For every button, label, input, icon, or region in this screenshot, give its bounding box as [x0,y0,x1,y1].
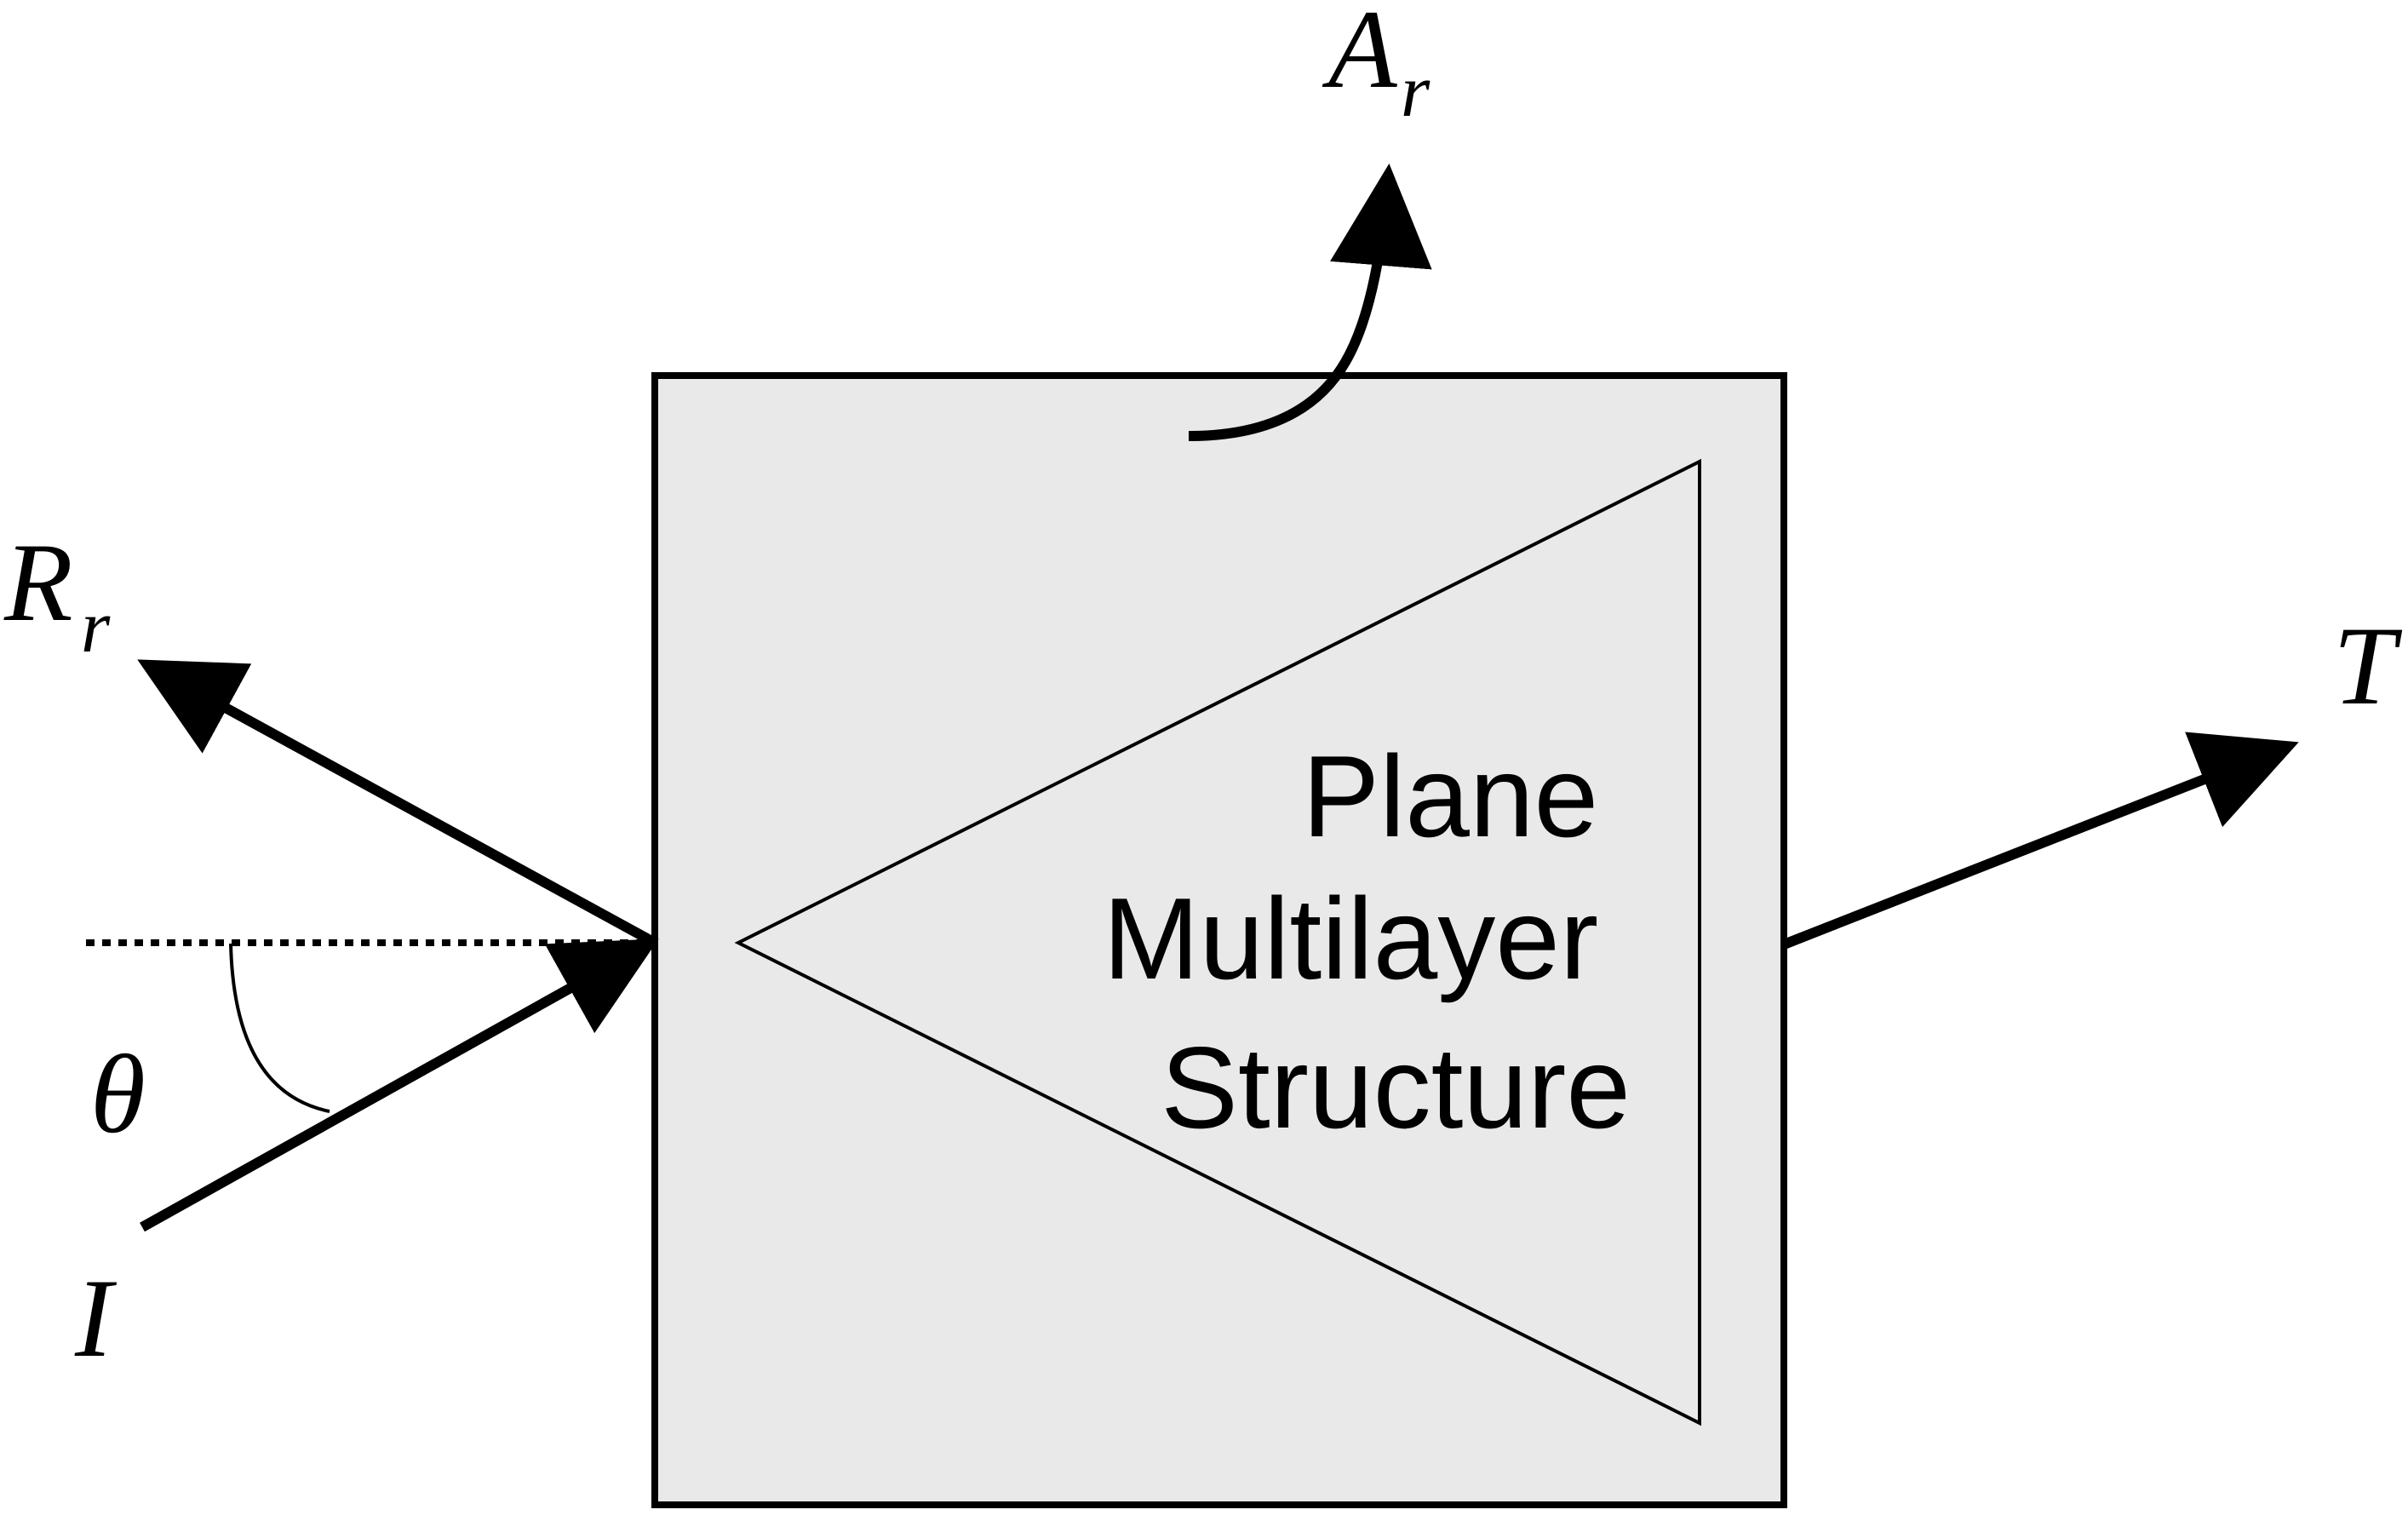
structure-label-line2: Multilayer [1103,874,1598,1003]
absorbed-label: A [1322,0,1398,112]
structure-box [651,372,1787,1508]
transmitted-label: T [2333,603,2403,728]
angle-arc [229,943,330,1113]
structure-label-line1: Plane [1302,732,1598,861]
triangle-shape [734,458,1701,1426]
reflected-arrow [137,659,657,948]
structure-label-line3: Structure [1161,1023,1631,1152]
reflected-label: R [3,519,73,645]
structure-label: Plane Multilayer Structure [1103,732,1631,1152]
absorbed-label-subscript: r [1401,50,1430,133]
absorbed-label-main: A [1322,0,1398,112]
incident-label: I [74,1255,118,1380]
angle-label: θ [90,1031,146,1157]
transmitted-arrow [1781,732,2299,950]
incident-arrow [140,938,659,1232]
absorbed-arrow [1188,164,1432,441]
reflected-label-subscript: r [81,586,111,669]
